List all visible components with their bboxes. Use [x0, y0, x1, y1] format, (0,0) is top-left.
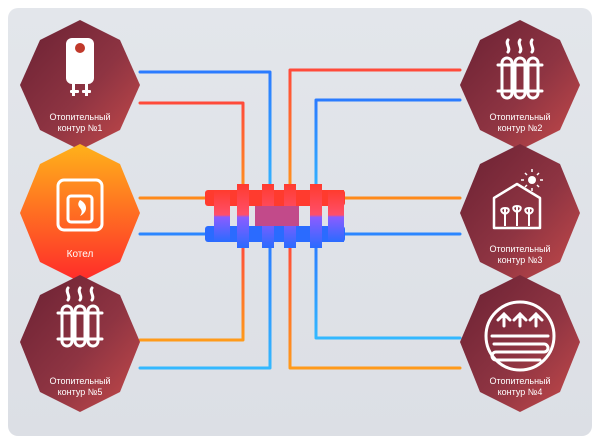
pipe-circuit1-cold: [138, 70, 272, 202]
water-heater-icon: [66, 38, 94, 96]
label-circuit-1-line1: Отопительный: [49, 112, 111, 122]
label-circuit-1-line2: контур №1: [57, 123, 103, 133]
label-boiler-line1: Котел: [66, 249, 94, 260]
node-circuit-4: [460, 275, 580, 412]
label-circuit-2-line1: Отопительный: [489, 112, 551, 122]
radiator-icon: [496, 38, 544, 100]
label-circuit-5-line1: Отопительный: [49, 376, 111, 386]
label-circuit-5: Отопительный контур №5: [25, 376, 135, 398]
node-circuit-3: [460, 144, 580, 282]
underfloor-heating-icon: [484, 300, 556, 372]
label-circuit-3: Отопительный контур №3: [465, 244, 575, 266]
label-circuit-3-line1: Отопительный: [489, 244, 551, 254]
boiler-flame-icon: [56, 178, 104, 232]
pipe-circuit5-cold: [138, 240, 272, 370]
label-circuit-3-line2: контур №3: [497, 255, 543, 265]
label-circuit-5-line2: контур №5: [57, 387, 103, 397]
radiator-icon: [56, 286, 104, 348]
hydraulic-manifold: [205, 184, 345, 248]
label-circuit-1: Отопительный контур №1: [25, 112, 135, 134]
pipe-circuit4-hot: [288, 240, 462, 370]
pipe-circuit2-hot: [288, 68, 462, 202]
node-circuit-2: [460, 20, 580, 150]
pipe-circuit4-cold: [314, 240, 462, 340]
label-circuit-4-line2: контур №4: [497, 387, 543, 397]
pipe-circuit2-cold: [314, 98, 462, 202]
node-circuit-5: [20, 275, 140, 412]
pipe-circuit1-hot: [138, 101, 245, 202]
label-circuit-4: Отопительный контур №4: [465, 376, 575, 398]
label-circuit-2: Отопительный контур №2: [465, 112, 575, 134]
node-boiler: [20, 144, 140, 282]
label-boiler: Котел: [25, 249, 135, 260]
pipe-circuit5-hot: [138, 240, 245, 342]
node-circuit-1: [20, 20, 140, 150]
greenhouse-icon: [492, 169, 543, 230]
label-circuit-2-line2: контур №2: [497, 123, 543, 133]
label-circuit-4-line1: Отопительный: [489, 376, 551, 386]
